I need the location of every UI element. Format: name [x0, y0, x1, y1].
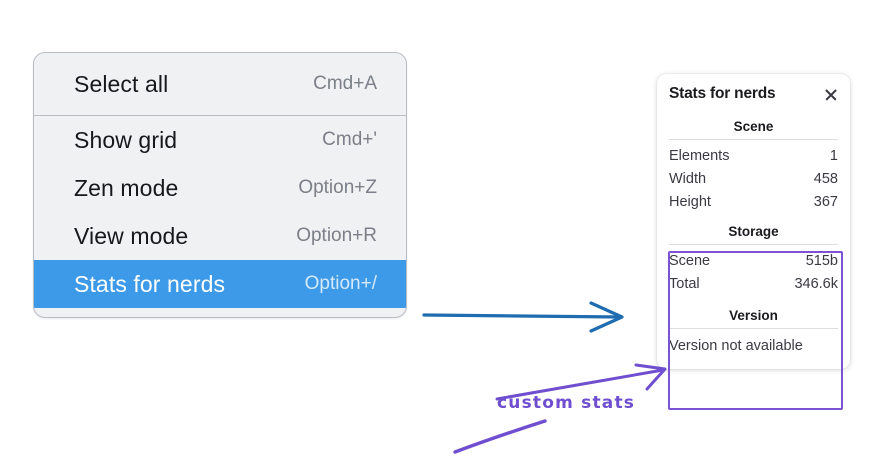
stat-value: 367 [813, 193, 838, 210]
menu-item-view-mode[interactable]: View mode Option+R [34, 212, 406, 260]
context-menu[interactable]: Select all Cmd+A Show grid Cmd+' Zen mod… [33, 52, 407, 318]
handwritten-annotation-label: custom stats [497, 393, 636, 413]
stat-row: Scene 515b [669, 249, 838, 272]
menu-item-label: Zen mode [74, 174, 179, 201]
stat-label: Width [669, 170, 707, 187]
stat-value: 458 [813, 170, 838, 187]
menu-divider [34, 115, 406, 116]
menu-item-label: View mode [74, 222, 189, 249]
version-status-text: Version not available [669, 338, 803, 354]
menu-item-show-grid[interactable]: Show grid Cmd+' [34, 116, 406, 164]
menu-item-shortcut: Option+/ [304, 273, 377, 294]
blue-arrow-icon [422, 301, 624, 333]
menu-item-shortcut: Cmd+A [313, 73, 377, 94]
section-scene: Scene Elements 1 Width 458 Height 367 [669, 117, 838, 213]
menu-item-stats-for-nerds[interactable]: Stats for nerds Option+/ [34, 260, 406, 308]
stat-label: Scene [669, 252, 711, 269]
stat-value: 515b [805, 252, 838, 269]
section-rule [669, 328, 838, 329]
stat-label: Height [669, 193, 711, 210]
section-rule [669, 139, 838, 140]
menu-item-select-all[interactable]: Select all Cmd+A [34, 60, 406, 108]
section-heading: Version [729, 308, 778, 323]
menu-item-zen-mode[interactable]: Zen mode Option+Z [34, 164, 406, 212]
section-storage: Storage Scene 515b Total 346.6k [669, 222, 838, 295]
section-heading: Scene [733, 119, 774, 134]
stat-row: Width 458 [669, 167, 838, 190]
menu-item-label: Stats for nerds [74, 270, 226, 297]
menu-item-label: Select all [74, 70, 169, 97]
close-icon[interactable] [823, 87, 838, 102]
stat-row: Elements 1 [669, 144, 838, 167]
menu-group-2: Show grid Cmd+' Zen mode Option+Z View m… [34, 116, 406, 308]
menu-item-shortcut: Option+Z [298, 177, 377, 198]
stat-row: Height 367 [669, 190, 838, 213]
section-rule [669, 244, 838, 245]
menu-item-shortcut: Cmd+' [322, 129, 377, 150]
menu-item-shortcut: Option+R [296, 225, 377, 246]
stat-label: Total [669, 275, 700, 292]
stats-for-nerds-panel[interactable]: Stats for nerds Scene Elements 1 Width 4… [657, 74, 850, 369]
stat-value: 1 [829, 147, 838, 164]
stat-value: 346.6k [794, 275, 838, 292]
menu-group-1: Select all Cmd+A [34, 60, 406, 108]
stat-label: Elements [669, 147, 730, 164]
panel-title: Stats for nerds [669, 85, 776, 102]
section-version: Version Version not available [669, 306, 838, 355]
panel-header: Stats for nerds [669, 85, 838, 103]
section-heading: Storage [728, 224, 779, 239]
stat-row: Total 346.6k [669, 272, 838, 295]
menu-item-label: Show grid [74, 126, 178, 153]
purple-underline-stroke [453, 419, 547, 454]
